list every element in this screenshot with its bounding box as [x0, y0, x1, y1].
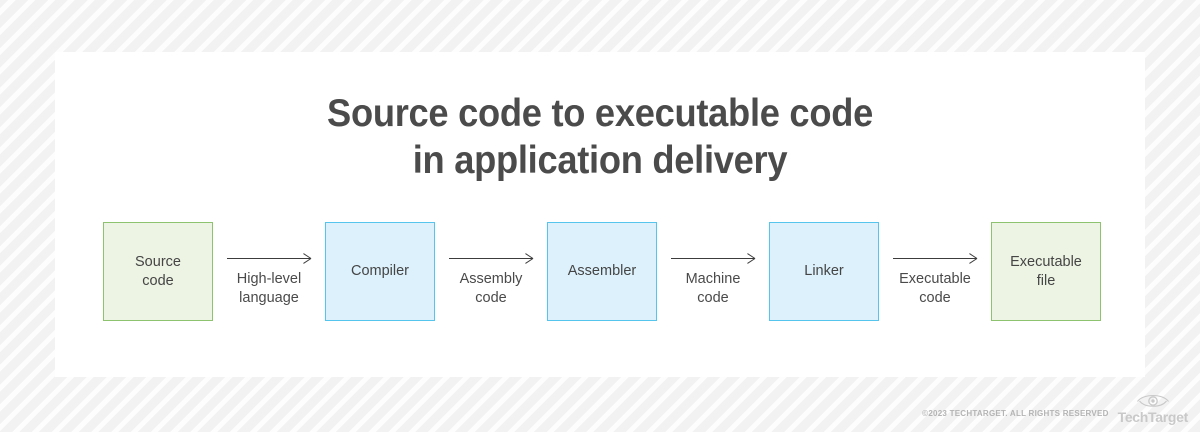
flow-node-label-line-2: file — [1036, 272, 1056, 289]
flow-node-label-line-1: Executable — [1010, 253, 1082, 270]
arrow-head — [300, 253, 311, 264]
techtarget-logo: TechTarget — [1118, 391, 1188, 424]
flow-edge-executable-code: Executable code — [879, 222, 991, 308]
flow-node-label-line-1: Assembler — [567, 263, 637, 279]
flow-node-source-code: Source code — [103, 222, 213, 321]
flow-edge-machine-code: Machine code — [657, 222, 769, 308]
arrow-shaft — [893, 258, 977, 259]
page-title: Source code to executable code in applic… — [93, 90, 1107, 184]
flow-node-compiler: Compiler — [325, 222, 435, 321]
flow-node-label: Assembler — [568, 262, 637, 281]
flow-node-label: Linker — [804, 262, 844, 281]
flow-edge-label-line-1: Assembly — [459, 271, 523, 287]
flow-node-label-line-1: Source — [135, 253, 181, 270]
techtarget-wordmark: TechTarget — [1117, 409, 1189, 425]
flow-edge-label-line-1: Machine — [685, 271, 741, 287]
flow-edge-label-line-1: Executable — [899, 271, 971, 287]
arrow-head — [966, 253, 977, 264]
flow-node-linker: Linker — [769, 222, 879, 321]
flow-node-label-line-1: Linker — [804, 263, 844, 279]
flow-node-assembler: Assembler — [547, 222, 657, 321]
arrow-shaft — [227, 258, 311, 259]
diagram-card: Source code to executable code in applic… — [55, 52, 1145, 377]
flow-edge-label-line-2: language — [239, 290, 299, 306]
flow-edge-high-level-language: High-level language — [213, 222, 325, 308]
flow-node-label: Executable file — [1010, 253, 1082, 291]
arrow-shaft — [449, 258, 533, 259]
arrow-right-icon — [449, 252, 533, 264]
flow-edge-assembly-code: Assembly code — [435, 222, 547, 308]
arrow-shaft — [671, 258, 755, 259]
footer: ©2023 TECHTARGET. ALL RIGHTS RESERVED Te… — [922, 391, 1188, 424]
flow-node-label-line-2: code — [142, 272, 174, 289]
eye-icon — [1136, 394, 1169, 407]
arrow-right-icon — [893, 252, 977, 264]
arrow-right-icon — [227, 252, 311, 264]
arrow-head — [744, 253, 755, 264]
flow-node-label: Source code — [135, 253, 181, 291]
flow-node-label-line-1: Compiler — [350, 263, 409, 279]
arrow-head — [522, 253, 533, 264]
process-flow: Source code High-level language Compiler… — [103, 222, 1101, 322]
flow-node-label: Compiler — [351, 262, 409, 281]
copyright-text: ©2023 TECHTARGET. ALL RIGHTS RESERVED — [922, 409, 1109, 418]
arrow-right-icon — [671, 252, 755, 264]
page-title-line-1: Source code to executable code — [327, 92, 873, 135]
flow-edge-label-line-1: High-level — [236, 271, 302, 287]
flow-edge-label-line-2: code — [475, 290, 507, 306]
page-title-line-2: in application delivery — [412, 139, 788, 182]
flow-edge-label-line-2: code — [697, 290, 729, 306]
flow-edge-label-line-2: code — [919, 290, 951, 306]
flow-node-executable-file: Executable file — [991, 222, 1101, 321]
